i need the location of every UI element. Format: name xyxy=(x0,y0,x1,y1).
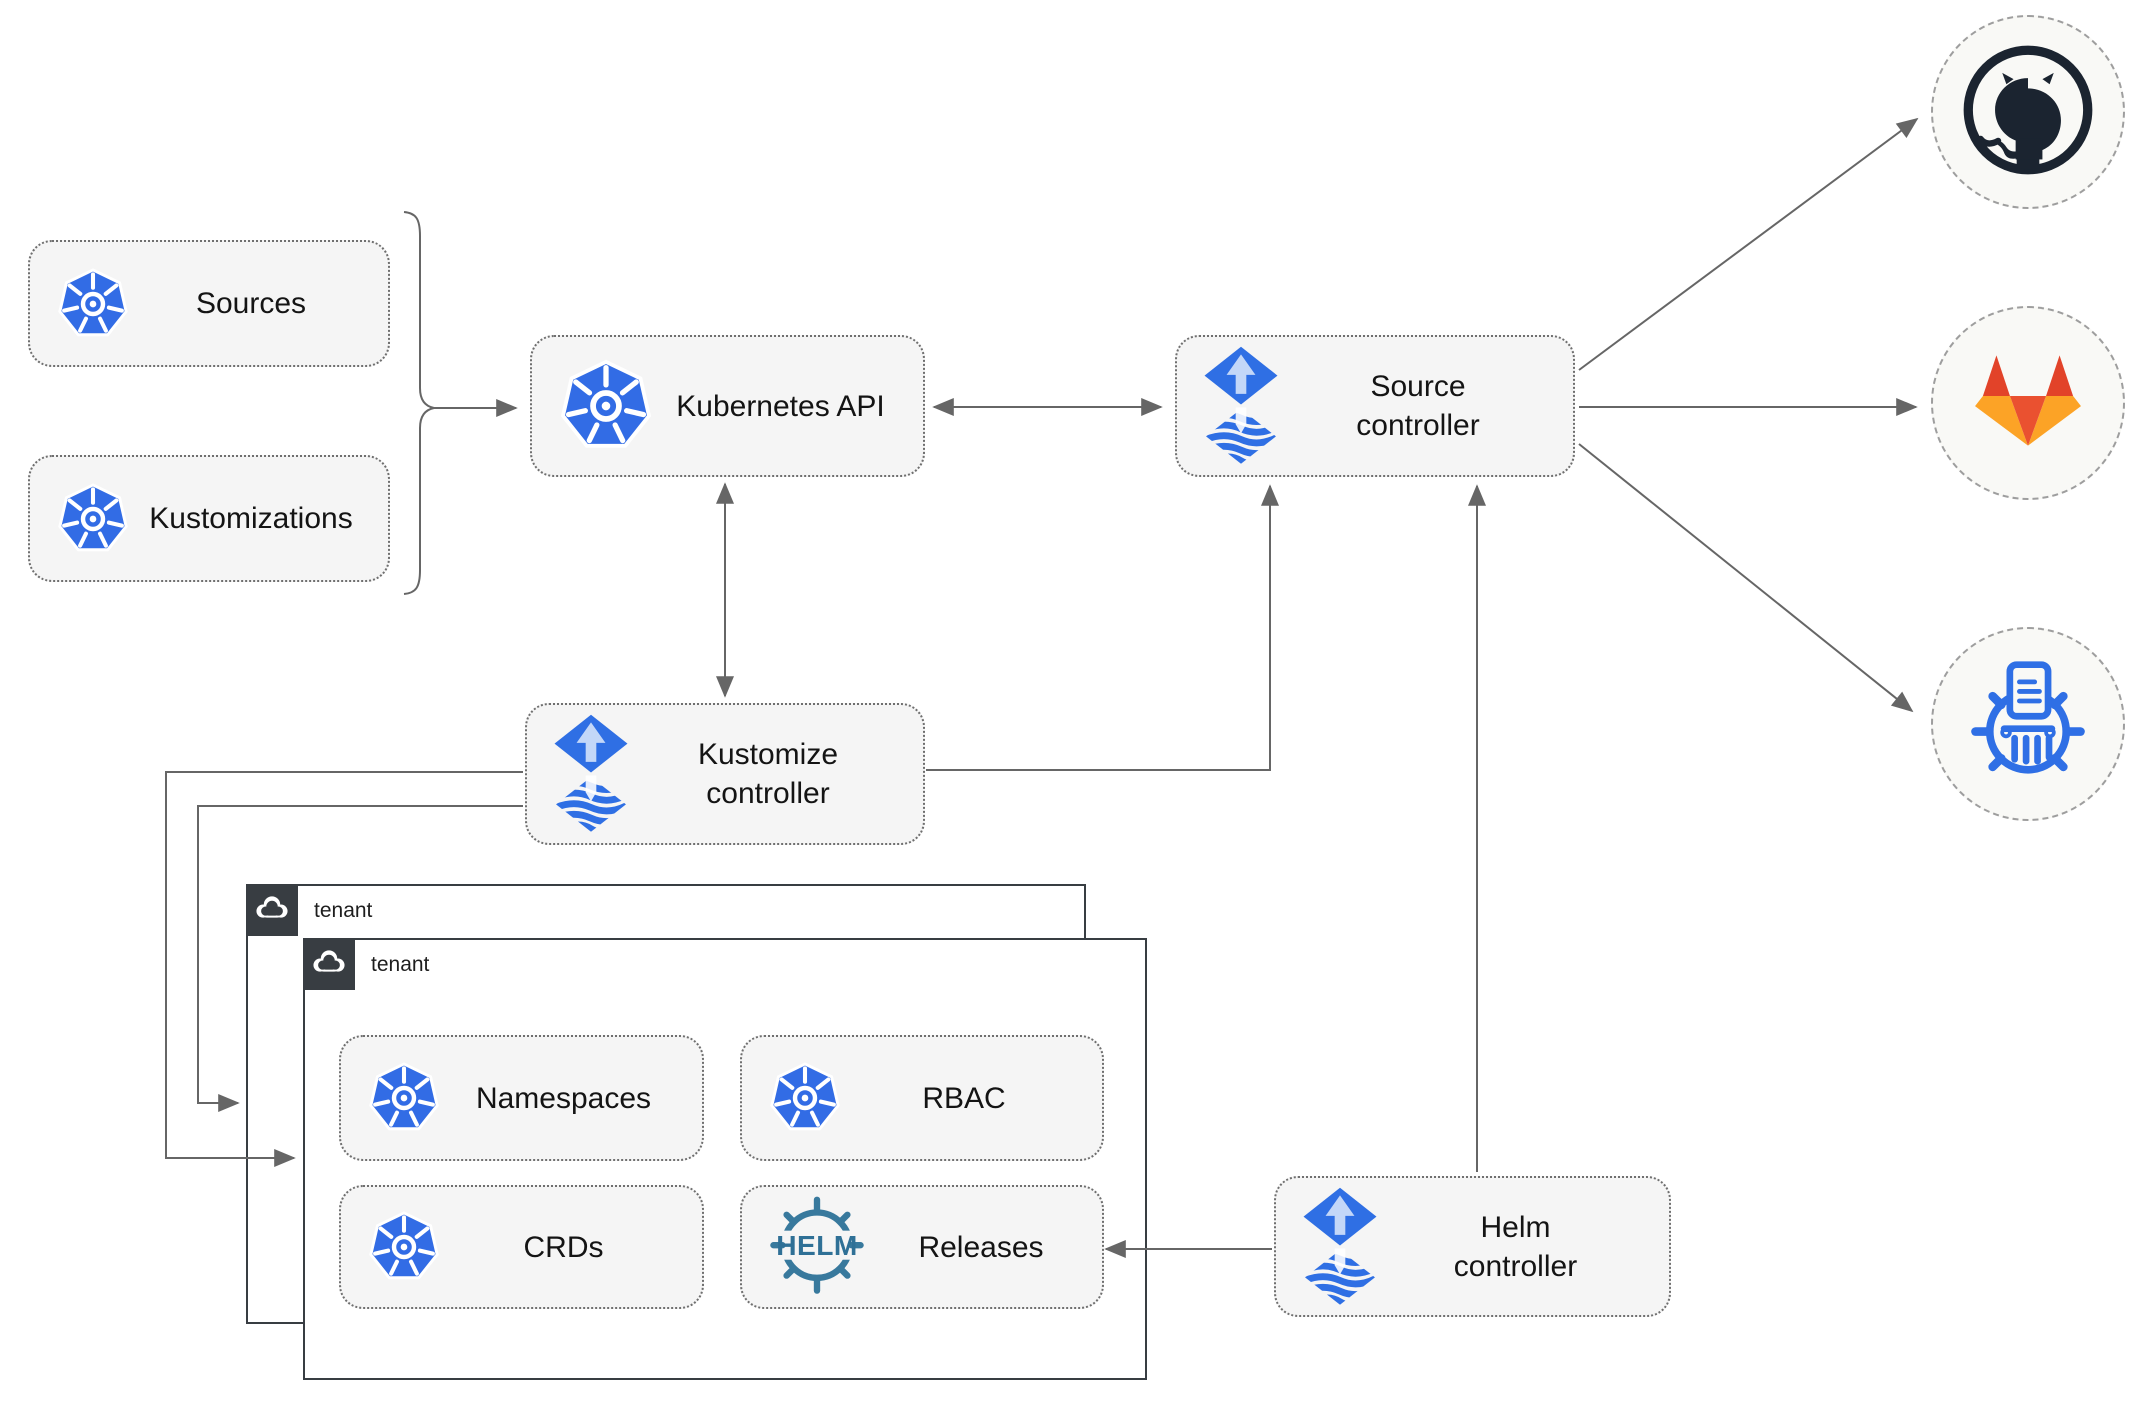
registry-remote-circle xyxy=(1931,627,2125,821)
sources-node: Sources xyxy=(28,240,390,367)
kustomizations-node: Kustomizations xyxy=(28,455,390,582)
github-remote-circle xyxy=(1931,15,2125,209)
connector-kustomize-to-source-controller xyxy=(926,484,1279,771)
github-icon xyxy=(1959,41,2097,184)
tenant-header xyxy=(245,883,298,936)
gitlab-remote-circle xyxy=(1931,306,2125,500)
kubernetes-api-label: Kubernetes API xyxy=(676,389,885,423)
kubernetes-icon xyxy=(367,1061,441,1135)
kubernetes-icon xyxy=(56,267,130,341)
tenant-label: tenant xyxy=(371,953,430,976)
kubernetes-icon xyxy=(768,1061,842,1135)
kustomize-controller-label: Kustomize controller xyxy=(697,738,839,810)
releases-label: Releases xyxy=(918,1230,1044,1264)
connector-source-to-registry xyxy=(1578,443,1914,713)
sources-label: Sources xyxy=(195,287,307,320)
kubernetes-icon xyxy=(558,358,654,454)
helm-icon: HELM xyxy=(758,1196,876,1298)
helm-controller-node: Helm controller xyxy=(1274,1176,1671,1317)
namespaces-node: Namespaces xyxy=(339,1035,704,1161)
flux-icon xyxy=(1302,1186,1378,1308)
kubernetes-api-node: Kubernetes API xyxy=(530,335,925,477)
kubernetes-icon xyxy=(56,482,130,556)
connector-source-to-github xyxy=(1578,117,1919,371)
rbac-node: RBAC xyxy=(740,1035,1104,1161)
kubernetes-icon xyxy=(367,1210,441,1284)
namespaces-label: Namespaces xyxy=(475,1081,652,1115)
helm-controller-label: Helm controller xyxy=(1453,1210,1578,1283)
cloud-icon xyxy=(254,893,290,926)
kustomize-controller-node: Kustomize controller xyxy=(525,703,925,845)
flux-icon xyxy=(553,713,629,835)
tenant-label: tenant xyxy=(314,899,373,922)
rbac-label: RBAC xyxy=(922,1081,1006,1115)
container-registry-icon xyxy=(1964,653,2092,796)
crds-node: CRDs xyxy=(339,1185,704,1309)
brace-sources-kustomizations xyxy=(403,211,435,595)
crds-label: CRDs xyxy=(523,1230,604,1264)
cloud-icon xyxy=(311,947,347,980)
source-controller-label: Source controller xyxy=(1356,370,1480,442)
tenant-header xyxy=(302,937,355,990)
helm-icon-text: HELM xyxy=(776,1230,858,1261)
gitlab-icon xyxy=(1966,344,2090,462)
flux-icon xyxy=(1203,345,1279,467)
releases-node: HELM Releases xyxy=(740,1185,1104,1309)
source-controller-node: Source controller xyxy=(1175,335,1575,477)
kustomizations-label: Kustomizations xyxy=(149,502,353,535)
